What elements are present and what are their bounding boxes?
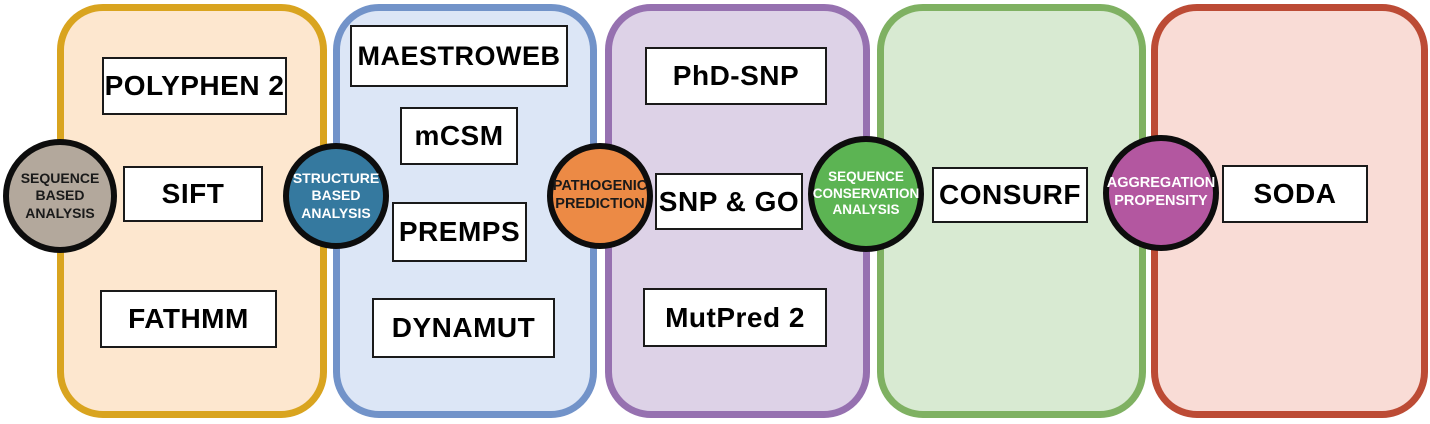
category-circle-label: SEQUENCE BASED ANALYSIS (20, 170, 100, 221)
tool-box-mutpred2: MutPred 2 (643, 288, 827, 347)
tool-box-polyphen2: POLYPHEN 2 (102, 57, 287, 115)
category-circle-sequence-conservation-analysis: SEQUENCE CONSERVATION ANALYSIS (808, 136, 924, 252)
tool-box-sift: SIFT (123, 166, 263, 222)
tool-box-premps: PREMPS (392, 202, 527, 262)
category-circle-label: PATHOGENIC PREDICTION (552, 178, 648, 212)
tool-box-fathmm: FATHMM (100, 290, 277, 348)
category-circle-label: SEQUENCE CONSERVATION ANALYSIS (812, 169, 920, 218)
category-circle-aggregation-propensity: AGGREGATION PROPENSITY (1103, 135, 1219, 251)
category-circle-label: AGGREGATION PROPENSITY (1106, 175, 1216, 209)
category-circle-label: STRUCTURE BASED ANALYSIS (292, 170, 380, 221)
tool-box-phd-snp: PhD-SNP (645, 47, 827, 105)
category-circle-structure-based-analysis: STRUCTURE BASED ANALYSIS (283, 143, 389, 249)
tool-box-maestroweb: MAESTROWEB (350, 25, 568, 87)
tool-box-dynamut: DYNAMUT (372, 298, 555, 358)
tool-box-soda: SODA (1222, 165, 1368, 223)
tool-box-mcsm: mCSM (400, 107, 518, 165)
category-circle-pathogenic-prediction: PATHOGENIC PREDICTION (547, 143, 653, 249)
category-circle-sequence-based-analysis: SEQUENCE BASED ANALYSIS (3, 139, 117, 253)
panel-sequence-based-analysis: POLYPHEN 2 SIFT FATHMM (57, 4, 327, 418)
tool-box-consurf: CONSURF (932, 167, 1088, 223)
tool-box-snp-and-go: SNP & GO (655, 173, 803, 230)
